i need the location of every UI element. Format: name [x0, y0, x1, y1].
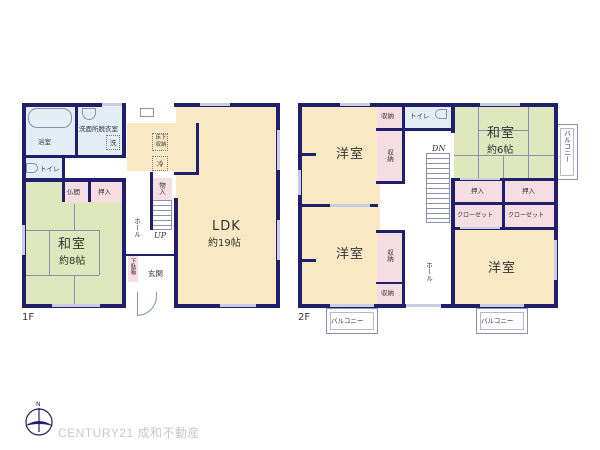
oshiire-1f [90, 182, 124, 202]
oshiire-2f-1-label: 押入 [471, 187, 484, 195]
balcony-2 [476, 308, 528, 334]
hall-1f-label: ホール [132, 218, 141, 238]
storage-2 [377, 131, 402, 181]
washitsu-6-size: 約6帖 [487, 145, 514, 156]
washitsu-6-label: 和室 [487, 126, 516, 141]
toilet-icon [26, 163, 38, 173]
genkan-label: 玄関 [148, 269, 163, 278]
butsuma-label: 仏間 [67, 188, 80, 196]
floor-plan-1f: 浴室 洗面所脱衣室 洗 トイレ 仏間 押入 和室 約8帖 床下収納 冷 物入 ホ… [0, 0, 290, 330]
ldk-size: 約19帖 [208, 238, 241, 249]
stairs-2f [426, 153, 450, 223]
balcony-2-label: バルコニー [481, 317, 514, 325]
bathtub-icon [28, 108, 72, 128]
underfloor-label: 床下収納 [155, 135, 167, 148]
sink-icon [82, 108, 96, 120]
butsuma [64, 182, 88, 202]
western-1-label: 洋室 [336, 147, 365, 162]
balcony-side-label: バルコニー [562, 130, 571, 163]
shoe-label: 下駄箱 [129, 258, 136, 275]
compass-north-label: N [36, 401, 41, 408]
shoe-box [128, 256, 138, 282]
monoire-label: 物入 [157, 182, 166, 195]
oshiire-2f-2-label: 押入 [522, 187, 535, 195]
dn-label: DN [432, 144, 446, 153]
balcony-1-label: バルコニー [331, 317, 364, 325]
toilet-1f-label: トイレ [40, 165, 60, 173]
storage-3-label: 収納 [385, 249, 394, 262]
brand-watermark: CENTURY21 成和不動産 [58, 426, 200, 440]
bath-label: 浴室 [38, 138, 51, 146]
storage-4 [377, 284, 402, 304]
monoire [152, 178, 172, 200]
fridge-space [152, 156, 168, 171]
washroom-label: 洗面所脱衣室 [79, 125, 118, 133]
toilet-2f-icon [435, 109, 447, 119]
floor-plan-2f: 洋室 収納 収納 トイレ DN 和室 約6帖 バルコニー 押入 押入 クローゼッ… [298, 103, 578, 334]
western-2-label: 洋室 [336, 247, 365, 262]
washitsu-8-size: 約8帖 [59, 256, 86, 267]
ldk-label: LDK [212, 219, 241, 234]
kitchen-sink-icon [140, 108, 154, 117]
washer-space [106, 135, 120, 150]
washitsu-8-label: 和室 [58, 237, 87, 252]
storage-3 [377, 232, 402, 282]
storage-4-label: 収納 [381, 289, 394, 297]
washitsu-8 [24, 182, 126, 304]
oshiire-1f-label: 押入 [98, 188, 111, 196]
hall-2f-label: ホール [424, 262, 433, 282]
oshiire-2f-2 [505, 180, 554, 202]
washitsu-6 [454, 105, 554, 180]
storage-1 [377, 105, 402, 128]
underfloor-storage [152, 133, 168, 151]
floor-label-2f: 2F [298, 312, 311, 323]
closet-2-label: クローゼット [508, 212, 545, 219]
western-room-3 [454, 230, 554, 305]
floor-label-1f: 1F [22, 312, 35, 323]
closet-1 [454, 205, 502, 227]
ldk-room [176, 105, 278, 305]
closet-2 [505, 205, 554, 227]
storage-2-label: 収納 [385, 149, 394, 162]
western-3-label: 洋室 [488, 261, 517, 276]
oshiire-2f-1 [454, 180, 502, 202]
toilet-2f-label: トイレ [410, 112, 430, 120]
compass-icon [25, 408, 53, 436]
washer-label: 洗 [110, 139, 117, 147]
balcony-1 [326, 308, 378, 334]
up-label: UP [154, 231, 167, 240]
fridge-label: 冷 [157, 160, 164, 168]
storage-1-label: 収納 [381, 112, 394, 120]
compass: N [22, 402, 56, 442]
western-room-2 [302, 207, 380, 305]
closet-1-label: クローゼット [457, 212, 494, 219]
